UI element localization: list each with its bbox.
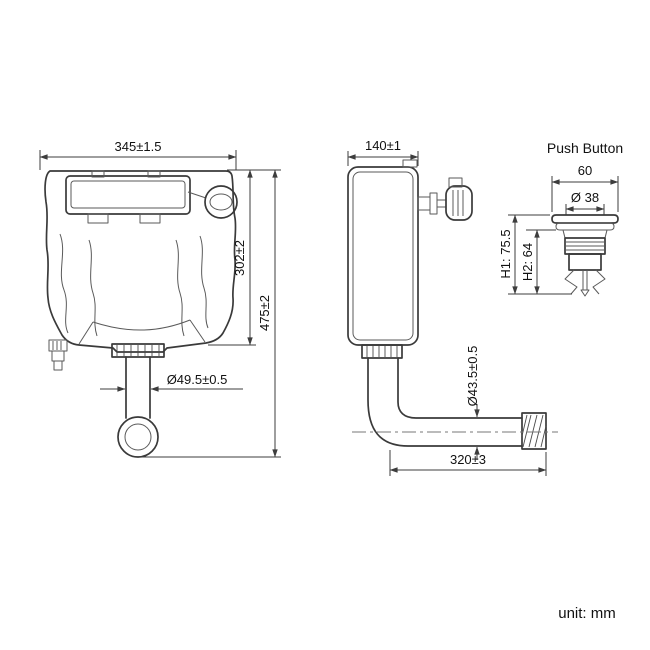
side-outlet-flange: [361, 344, 403, 359]
pipe-threaded-end: [521, 412, 547, 450]
dim-side-depth: 140±1: [347, 138, 419, 166]
dim-button-h1-label: H1: 75.5: [498, 229, 513, 278]
inlet-valve: [48, 339, 68, 371]
side-top-notch: [402, 159, 418, 168]
dim-pipe-length: 320±3: [389, 450, 547, 476]
dim-button-h2-label: H2: 64: [520, 243, 535, 281]
access-panel-inner: [70, 180, 186, 209]
flush-pipe: [352, 357, 558, 450]
push-button-body: [551, 214, 619, 297]
dim-button-h2: H2: 64: [520, 229, 556, 295]
tank-outline: [44, 170, 237, 353]
outlet-flange: [111, 343, 165, 358]
dim-button-diameter-label: Ø 38: [571, 190, 599, 205]
dim-front-body-height: 302±2: [208, 169, 281, 346]
flange-thread-hatch: [116, 345, 160, 356]
dim-front-width-label: 345±1.5: [115, 139, 162, 154]
dim-button-diameter: Ø 38: [565, 190, 605, 215]
dim-side-depth-label: 140±1: [365, 138, 401, 153]
dim-front-outlet-diameter-label: Ø49.5±0.5: [167, 372, 228, 387]
dim-pipe-diameter-label: Ø43.5±0.5: [465, 346, 480, 407]
cistern-front-view: 345±1.5 302±2 475±2 Ø49.5±0.5: [39, 139, 281, 458]
top-cap: [187, 185, 238, 219]
tank-mould-ribs: [59, 233, 209, 345]
unit-label: unit: mm: [558, 605, 616, 622]
cistern-side-view: 140±1 Ø43.5±0.5 320±3: [347, 138, 558, 476]
dim-pipe-length-label: 320±3: [450, 452, 486, 467]
dim-button-h1: H1: 75.5: [498, 214, 572, 295]
outlet-pipe-front: [117, 356, 159, 458]
side-tank-outline: [347, 166, 419, 346]
dim-front-width: 345±1.5: [39, 139, 237, 170]
elbow-end: [117, 416, 159, 458]
side-tank-inner: [352, 171, 414, 341]
access-panel-tabs: [87, 170, 161, 224]
dim-front-total-height-label: 475±2: [257, 295, 272, 331]
dim-pipe-diameter: Ø43.5±0.5: [465, 346, 480, 460]
thread-hatch: [521, 414, 547, 448]
push-button-detail: Push Button 60 Ø 38: [498, 140, 623, 297]
actuator-assembly: [417, 177, 473, 221]
dim-button-width-label: 60: [578, 163, 592, 178]
dim-front-total-height: 475±2: [142, 169, 281, 458]
dim-front-body-height-label: 302±2: [232, 240, 247, 276]
access-panel: [65, 175, 191, 215]
dim-button-width: 60: [551, 163, 619, 212]
dim-front-outlet-diameter: Ø49.5±0.5: [100, 372, 243, 392]
push-button-title: Push Button: [547, 140, 623, 156]
